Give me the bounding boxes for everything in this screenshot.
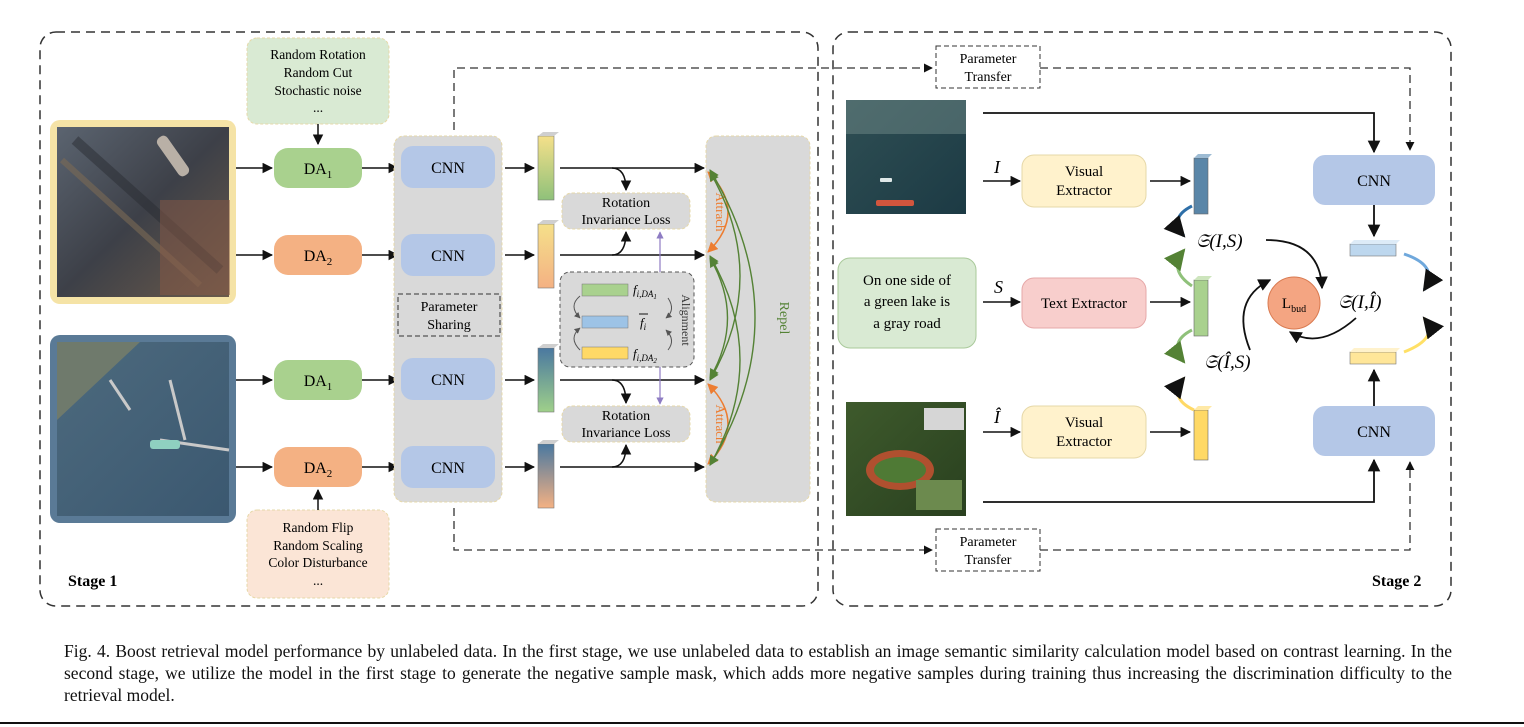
aug-top-line-3: Stochastic noise — [274, 83, 361, 98]
param-transfer-box-top: Parameter Transfer — [935, 45, 1041, 89]
figure-caption: Fig. 4. Boost retrieval model performanc… — [64, 641, 1452, 705]
svg-text:Extractor: Extractor — [1056, 183, 1112, 199]
input-image-coal-yard — [50, 120, 236, 304]
feature-vector-2 — [537, 220, 559, 289]
param-sharing-box: Parameter Sharing — [397, 293, 501, 337]
svg-text:Text Extractor: Text Extractor — [1041, 296, 1127, 312]
aug-top-line-4: ... — [313, 100, 323, 115]
da2-box-bottom: DA2 — [274, 447, 362, 487]
aug-bottom-line-2: Random Scaling — [273, 538, 363, 553]
feature-I — [1193, 154, 1212, 215]
svg-text:Invariance Loss: Invariance Loss — [581, 426, 670, 441]
svg-text:Sharing: Sharing — [427, 318, 471, 333]
aug-bottom-line-3: Color Disturbance — [268, 555, 367, 570]
svg-text:CNN: CNN — [431, 248, 465, 265]
feature-cnn-bottom — [1349, 348, 1400, 365]
svg-text:DA1: DA1 — [304, 373, 333, 393]
bottom-rule — [0, 722, 1524, 724]
loss-bud-node: Lbud — [1267, 276, 1321, 330]
da1-box-bottom: DA1 — [274, 360, 362, 400]
cnn-box-2: CNN — [401, 234, 495, 276]
stage1-title: Stage 1 — [68, 573, 117, 590]
var-Ihat: Î — [993, 406, 1002, 427]
text-extractor: Text Extractor — [1021, 277, 1147, 329]
feature-Ihat — [1193, 406, 1212, 461]
svg-text:CNN: CNN — [431, 160, 465, 177]
svg-text:Transfer: Transfer — [965, 553, 1012, 568]
svg-text:DA2: DA2 — [304, 460, 333, 480]
var-I: I — [993, 157, 1001, 177]
svg-text:CNN: CNN — [1357, 424, 1391, 441]
svg-text:Transfer: Transfer — [965, 70, 1012, 85]
repel-arc-2 — [709, 171, 741, 381]
svg-text:Invariance Loss: Invariance Loss — [581, 213, 670, 228]
aug-top-line-1: Random Rotation — [270, 47, 366, 62]
svg-text:fi: fi — [640, 315, 647, 332]
alignment-label: Alignment — [679, 294, 693, 346]
svg-text:Visual: Visual — [1065, 164, 1103, 180]
feature-cnn-top — [1349, 240, 1400, 257]
svg-text:Lbud: Lbud — [1282, 296, 1306, 315]
aug-top-line-2: Random Cut — [284, 65, 353, 80]
rotation-loss-box-bottom: Rotation Invariance Loss — [561, 405, 691, 443]
svg-text:On one side of: On one side of — [863, 273, 951, 289]
sim-I-Ihat: 𝔖(I,Î) — [1338, 291, 1381, 313]
visual-extractor-bottom: Visual Extractor — [1021, 405, 1147, 459]
cnn-box-1: CNN — [401, 146, 495, 188]
da1-box-top: DA1 — [274, 148, 362, 188]
rotation-loss-box-top: Rotation Invariance Loss — [561, 192, 691, 230]
var-S: S — [994, 277, 1003, 297]
stage2-panel — [832, 31, 1452, 607]
svg-text:fi,DA1: fi,DA1 — [633, 282, 657, 301]
image-Ihat-field — [846, 402, 966, 516]
alignment-box: fi,DA1 fi fi,DA2 Alignment — [559, 271, 695, 368]
svg-text:a green lake is: a green lake is — [864, 294, 950, 310]
visual-extractor-top: Visual Extractor — [1021, 154, 1147, 208]
svg-text:Rotation: Rotation — [602, 196, 650, 211]
repel-arc-1 — [709, 169, 756, 466]
da2-box-top: DA2 — [274, 235, 362, 275]
repel-label: Repel — [776, 302, 791, 335]
stage1-panel — [39, 31, 819, 607]
contrast-panel — [705, 135, 811, 503]
aug-bottom-line-4: ... — [313, 573, 323, 588]
svg-text:a gray road: a gray road — [873, 316, 941, 332]
svg-text:Parameter: Parameter — [421, 300, 478, 315]
svg-text:Rotation: Rotation — [602, 409, 650, 424]
svg-text:fi,DA2: fi,DA2 — [633, 346, 657, 365]
cnn-stage2-top: CNN — [1313, 155, 1435, 205]
feature-vector-3 — [537, 344, 559, 413]
svg-text:Extractor: Extractor — [1056, 434, 1112, 450]
aug-bottom-line-1: Random Flip — [283, 520, 354, 535]
svg-text:Parameter: Parameter — [960, 535, 1017, 550]
cnn-box-4: CNN — [401, 446, 495, 488]
cnn-box-3: CNN — [401, 358, 495, 400]
text-sample-box: On one side of a green lake is a gray ro… — [837, 257, 977, 349]
input-image-harbor — [50, 335, 236, 523]
feature-S — [1193, 276, 1212, 337]
cnn-stage2-bottom: CNN — [1313, 406, 1435, 456]
feature-vector-1 — [537, 132, 559, 201]
svg-text:CNN: CNN — [431, 460, 465, 477]
param-transfer-box-bottom: Parameter Transfer — [935, 528, 1041, 572]
sim-I-S: 𝔖(I,S) — [1196, 231, 1243, 252]
svg-text:DA1: DA1 — [304, 161, 333, 181]
sim-Ihat-S: 𝔖(Î,S) — [1204, 351, 1251, 373]
repel-arc-4 — [709, 257, 729, 379]
svg-text:Parameter: Parameter — [960, 52, 1017, 67]
image-I-ships — [846, 100, 966, 214]
aug-bottom-box: Random Flip Random Scaling Color Disturb… — [246, 509, 390, 599]
stage2-title: Stage 2 — [1372, 573, 1421, 590]
svg-text:DA2: DA2 — [304, 248, 333, 268]
repel-arc-3 — [709, 255, 741, 466]
aug-top-box: Random Rotation Random Cut Stochastic no… — [246, 37, 390, 125]
svg-text:Visual: Visual — [1065, 415, 1103, 431]
feature-vector-4 — [537, 440, 559, 509]
svg-text:CNN: CNN — [1357, 173, 1391, 190]
svg-text:CNN: CNN — [431, 372, 465, 389]
